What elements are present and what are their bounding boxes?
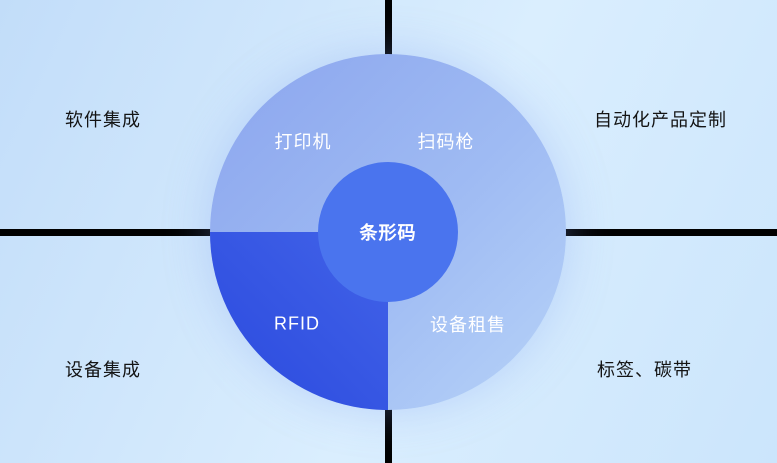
corner-label-software-integration: 软件集成 — [65, 110, 141, 130]
corner-label-device-integration: 设备集成 — [65, 360, 141, 380]
quadrant-label-printer: 打印机 — [274, 132, 332, 152]
corner-label-automation-customization: 自动化产品定制 — [594, 110, 727, 130]
quadrant-label-rfid: RFID — [274, 313, 320, 334]
center-label: 条形码 — [359, 223, 417, 243]
corner-label-labels-ribbons: 标签、碳带 — [597, 360, 692, 380]
quadrant-label-scanner: 扫码枪 — [417, 132, 475, 152]
center-circle: 条形码 — [318, 162, 458, 302]
quadrant-label-equipment-rental: 设备租售 — [430, 315, 506, 335]
